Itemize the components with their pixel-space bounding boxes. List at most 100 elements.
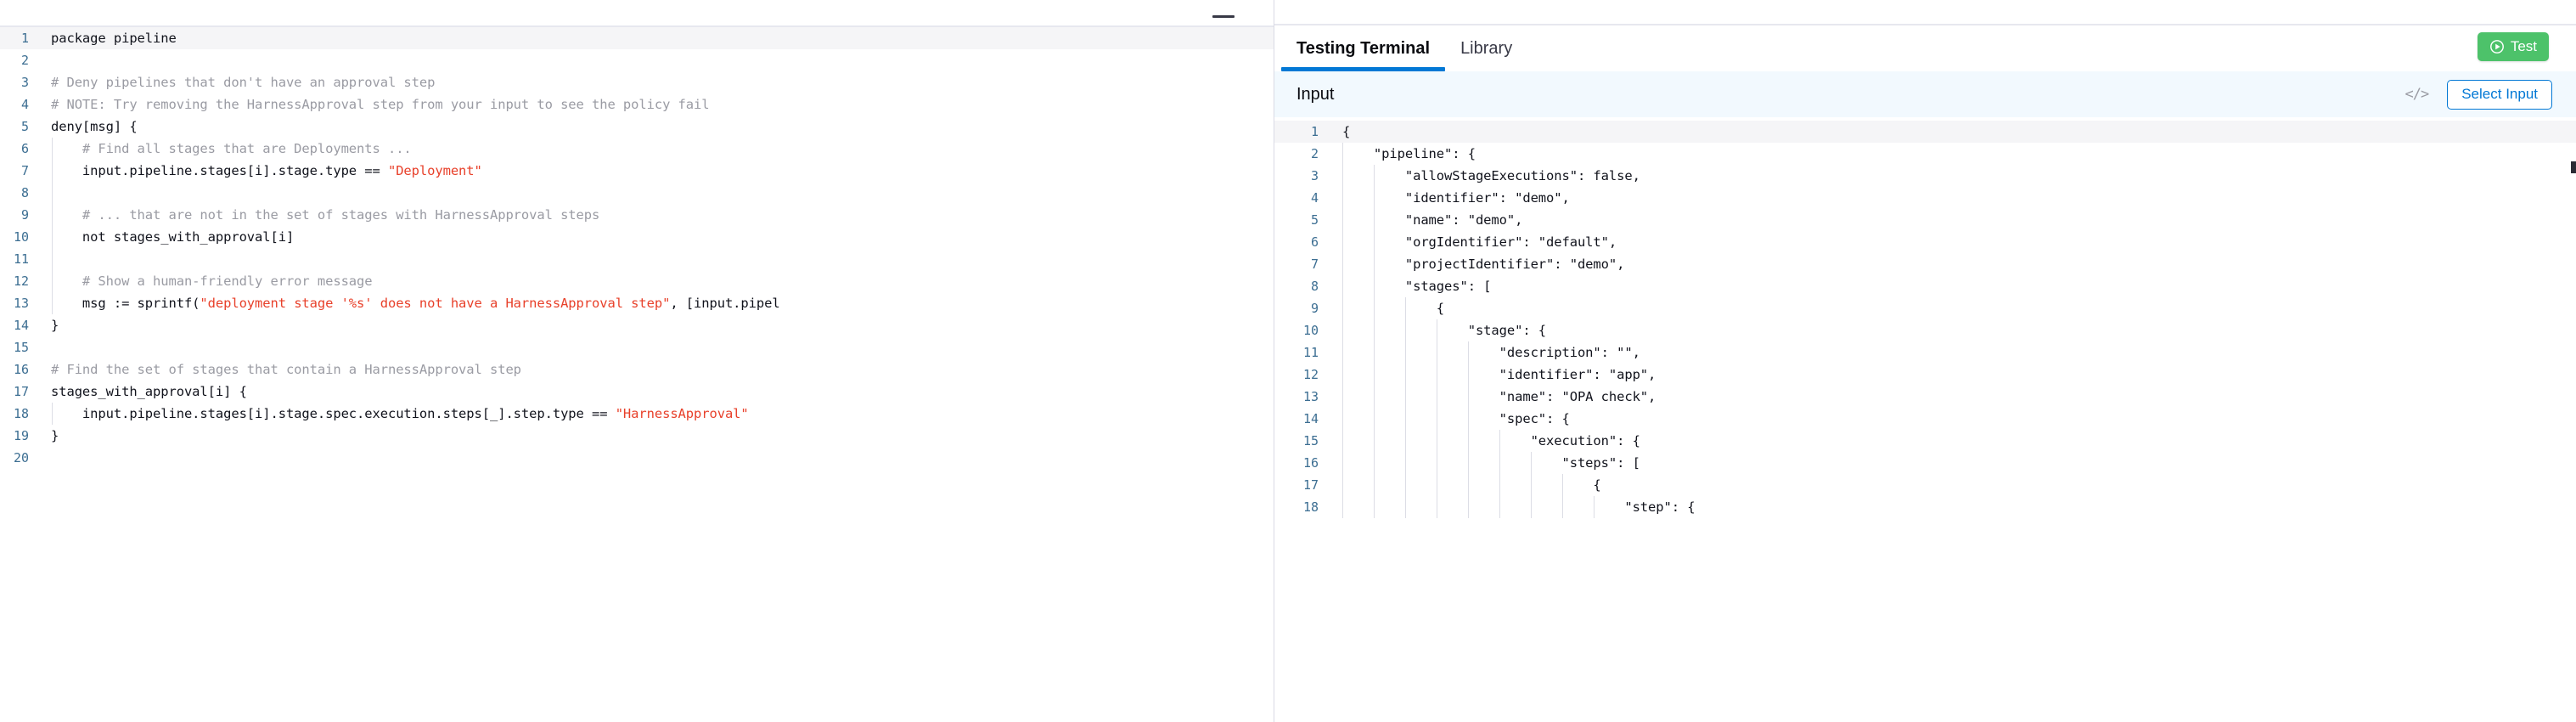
code-line: 12 # Show a human-friendly error message bbox=[0, 270, 1274, 292]
line-number: 4 bbox=[20, 97, 29, 112]
json-line-number: 14 bbox=[1302, 411, 1319, 426]
code-line: 16 # Find the set of stages that contain … bbox=[0, 358, 1274, 381]
json-line-text: "steps": [ bbox=[1342, 455, 1640, 471]
json-line-text: "orgIdentifier": "default", bbox=[1342, 234, 1617, 250]
json-line: 10 "stage": { bbox=[1274, 319, 2576, 341]
line-number: 8 bbox=[20, 185, 29, 200]
tab-library[interactable]: Library bbox=[1445, 25, 1527, 71]
json-line-text: "projectIdentifier": "demo", bbox=[1342, 257, 1625, 272]
json-line: 18 "step": { bbox=[1274, 496, 2576, 518]
json-line: 17 { bbox=[1274, 474, 2576, 496]
code-line-text: # Find the set of stages that contain a … bbox=[39, 358, 521, 381]
code-line-text: # Find all stages that are Deployments .… bbox=[39, 138, 412, 160]
input-json-editor[interactable]: 1{2 "pipeline": {3 "allowStageExecutions… bbox=[1274, 117, 2576, 722]
json-line-number: 11 bbox=[1302, 345, 1319, 360]
line-number: 19 bbox=[13, 428, 29, 443]
json-line-number: 15 bbox=[1302, 433, 1319, 448]
json-line: 8 "stages": [ bbox=[1274, 275, 2576, 297]
tab-library-label: Library bbox=[1460, 39, 1513, 58]
json-active-line-highlight bbox=[1274, 121, 2576, 143]
indent-guide bbox=[52, 403, 53, 425]
minimize-icon[interactable] bbox=[1212, 15, 1235, 18]
code-line: 9 # ... that are not in the set of stage… bbox=[0, 204, 1274, 226]
line-number: 20 bbox=[13, 450, 29, 465]
indent-guide bbox=[52, 226, 53, 248]
code-line-text: } bbox=[39, 425, 59, 447]
json-line: 3 "allowStageExecutions": false, bbox=[1274, 165, 2576, 187]
code-line-text: msg := sprintf("deployment stage '%s' do… bbox=[39, 292, 780, 314]
code-line-text: deny[msg] { bbox=[39, 116, 138, 138]
line-number: 5 bbox=[20, 119, 29, 134]
code-line: 20 bbox=[0, 447, 1274, 469]
code-token-plain: input.pipeline.stages[i].stage.type == bbox=[51, 163, 388, 178]
json-line-number: 13 bbox=[1302, 389, 1319, 404]
select-input-button[interactable]: Select Input bbox=[2447, 79, 2552, 110]
code-line-text: input.pipeline.stages[i].stage.type == "… bbox=[39, 160, 482, 182]
json-line-text: "identifier": "app", bbox=[1342, 367, 1656, 382]
code-line: 2 bbox=[0, 49, 1274, 71]
terminal-topbar bbox=[1274, 0, 2576, 24]
vertical-scrollbar-thumb[interactable] bbox=[2571, 161, 2576, 173]
line-number: 14 bbox=[13, 318, 29, 333]
code-token-plain: } bbox=[51, 318, 59, 333]
code-token-plain: deny[msg] { bbox=[51, 119, 138, 134]
json-line: 2 "pipeline": { bbox=[1274, 143, 2576, 165]
line-number: 16 bbox=[13, 362, 29, 377]
code-token-plain: msg := sprintf( bbox=[51, 296, 200, 311]
line-number: 18 bbox=[13, 406, 29, 421]
line-number: 12 bbox=[13, 274, 29, 289]
json-line: 16 "steps": [ bbox=[1274, 452, 2576, 474]
line-number: 13 bbox=[13, 296, 29, 311]
code-line: 7 input.pipeline.stages[i].stage.type ==… bbox=[0, 160, 1274, 182]
json-line-text: "allowStageExecutions": false, bbox=[1342, 168, 1640, 183]
json-line: 11 "description": "", bbox=[1274, 341, 2576, 364]
line-number: 11 bbox=[13, 251, 29, 267]
json-line: 5 "name": "demo", bbox=[1274, 209, 2576, 231]
line-number: 9 bbox=[20, 207, 29, 223]
editor-divider bbox=[0, 25, 1274, 27]
tab-testing-terminal-label: Testing Terminal bbox=[1296, 39, 1431, 58]
line-number: 3 bbox=[20, 75, 29, 90]
code-line: 11 bbox=[0, 248, 1274, 270]
json-line-text: "name": "OPA check", bbox=[1342, 389, 1656, 404]
json-line-number: 17 bbox=[1302, 477, 1319, 493]
code-token-comment: # ... that are not in the set of stages … bbox=[51, 207, 600, 223]
code-line: 14} bbox=[0, 314, 1274, 336]
json-line-number: 12 bbox=[1302, 367, 1319, 382]
code-line: 19} bbox=[0, 425, 1274, 447]
line-number: 7 bbox=[20, 163, 29, 178]
json-line-number: 3 bbox=[1310, 168, 1319, 183]
json-line-text: "spec": { bbox=[1342, 411, 1570, 426]
code-line-text: package pipeline bbox=[39, 27, 177, 49]
play-circle-icon bbox=[2489, 39, 2505, 54]
code-token-plain: not stages_with_approval[i] bbox=[51, 229, 295, 245]
code-token-string: "Deployment" bbox=[387, 163, 482, 178]
test-button-label: Test bbox=[2510, 38, 2537, 54]
json-line: 14 "spec": { bbox=[1274, 408, 2576, 430]
json-line-text: "pipeline": { bbox=[1342, 146, 1476, 161]
json-line: 9 { bbox=[1274, 297, 2576, 319]
json-line-number: 16 bbox=[1302, 455, 1319, 471]
input-panel-actions: </> Select Input bbox=[2404, 79, 2552, 110]
code-line: 10 not stages_with_approval[i] bbox=[0, 226, 1274, 248]
code-line: 13 msg := sprintf("deployment stage '%s'… bbox=[0, 292, 1274, 314]
tab-testing-terminal[interactable]: Testing Terminal bbox=[1281, 25, 1446, 71]
code-token-string: "HarnessApproval" bbox=[615, 406, 749, 421]
code-token-plain: } bbox=[51, 428, 59, 443]
json-line-number: 4 bbox=[1310, 190, 1319, 206]
indent-guide bbox=[52, 292, 53, 314]
code-line: 4# NOTE: Try removing the HarnessApprova… bbox=[0, 93, 1274, 116]
test-button[interactable]: Test bbox=[2477, 32, 2549, 61]
code-brackets-icon[interactable]: </> bbox=[2404, 86, 2430, 103]
terminal-tabs: Testing Terminal Library Test bbox=[1274, 25, 2576, 71]
code-line-text: } bbox=[39, 314, 59, 336]
json-line: 15 "execution": { bbox=[1274, 430, 2576, 452]
json-line-text: "description": "", bbox=[1342, 345, 1640, 360]
indent-guide bbox=[52, 182, 53, 204]
json-line: 4 "identifier": "demo", bbox=[1274, 187, 2576, 209]
json-line-text: "name": "demo", bbox=[1342, 212, 1523, 228]
